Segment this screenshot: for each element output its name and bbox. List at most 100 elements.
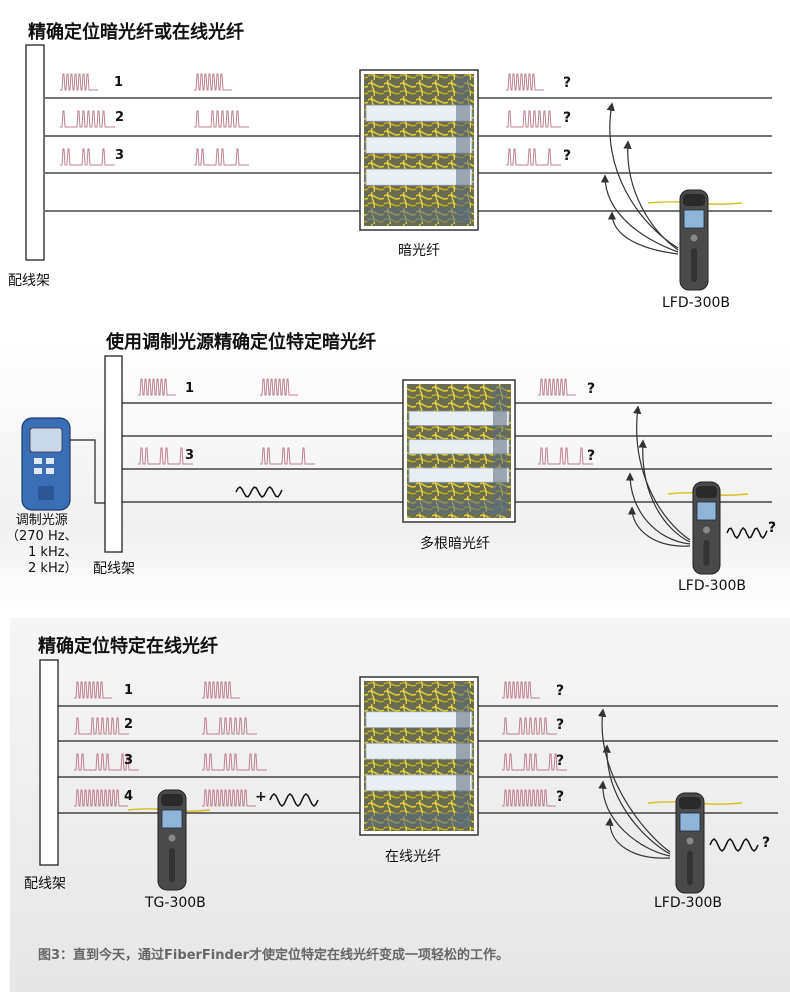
unknown-mark: ?	[556, 717, 565, 733]
patch-module	[365, 168, 473, 186]
cabinet-rail	[493, 386, 507, 516]
fiber-number-1: 1	[114, 75, 124, 90]
unknown-mark: ?	[556, 753, 565, 769]
lfd-meter-label: LFD-300B	[678, 578, 747, 594]
source-connection-line	[70, 439, 106, 504]
pulse-train-icon	[138, 378, 176, 396]
plus-mark: +	[255, 789, 267, 805]
pulse-train-icon	[202, 681, 240, 699]
pulse-train-icon	[194, 73, 232, 91]
fiber-number-4: 4	[124, 789, 134, 804]
tg-generator-label: TG-300B	[145, 895, 206, 911]
pulse-train-icon	[502, 681, 540, 699]
pulse-train-icon	[60, 73, 98, 91]
detection-arrow-icon	[632, 405, 691, 541]
section2-title: 使用调制光源精确定位特定暗光纤	[106, 332, 376, 353]
device-grip	[691, 248, 697, 282]
detection-arrows-group	[597, 102, 691, 859]
pulse-train-icon	[538, 447, 593, 465]
source-port	[38, 486, 54, 500]
fiber-number-3: 3	[115, 148, 125, 163]
pulse-train-icon	[538, 378, 576, 396]
pulse-train-icon	[74, 681, 112, 699]
detection-arrow-icon	[606, 102, 679, 249]
modulation-wave-icon	[726, 526, 768, 540]
section3-title: 精确定位特定在线光纤	[38, 636, 218, 657]
lfd-meter-label: LFD-300B	[654, 895, 723, 911]
device-head	[679, 797, 701, 809]
patch-panel-label: 配线架	[24, 876, 66, 892]
pulse-train-icon	[506, 73, 544, 91]
modulation-wave-icon	[235, 486, 283, 498]
patch-module	[365, 742, 473, 760]
patch-module	[408, 439, 510, 455]
patch-panel-label: 配线架	[93, 561, 135, 577]
patch-module	[365, 711, 473, 728]
cabinet-base	[409, 500, 509, 514]
modulation-wave-icon	[709, 837, 759, 853]
detection-arrow-icon	[598, 780, 671, 857]
pulse-train-icon	[202, 717, 257, 735]
modulated-light-source-icon	[21, 417, 71, 511]
cabinet-rail	[456, 76, 470, 224]
patch-module	[408, 410, 510, 426]
source-key	[34, 468, 42, 474]
source-key	[46, 468, 54, 474]
pulse-train-icon	[74, 789, 128, 807]
patch-panel	[25, 44, 45, 261]
pulse-train-icon	[194, 110, 249, 128]
unknown-mark: ?	[563, 148, 572, 164]
pulse-train-icon	[60, 110, 115, 128]
tone-generator-device-icon	[157, 789, 187, 891]
detection-arrow-icon	[623, 140, 679, 251]
device-head	[696, 486, 717, 498]
detection-arrow-icon	[605, 817, 671, 859]
cabinet-photos-group	[359, 69, 516, 836]
cabinet-label: 多根暗光纤	[420, 536, 490, 552]
detection-arrow-icon	[638, 439, 691, 543]
pulse-train-icon	[502, 753, 567, 771]
pulse-trains-group	[60, 73, 593, 807]
source-key	[46, 458, 54, 464]
detection-arrow-icon	[625, 472, 691, 545]
unknown-mark: ?	[563, 75, 572, 91]
detection-arrow-icon	[627, 506, 691, 547]
detection-arrow-icon	[607, 211, 679, 255]
detection-arrow-icon	[602, 744, 671, 855]
cabinet-label: 在线光纤	[385, 849, 441, 865]
pulse-train-icon	[260, 447, 315, 465]
device-head	[683, 194, 705, 206]
patch-panels-group	[25, 44, 123, 866]
fiber-number-2: 2	[124, 717, 134, 732]
device-button	[690, 234, 698, 242]
section1-title: 精确定位暗光纤或在线光纤	[28, 22, 244, 43]
patch-module	[365, 774, 473, 792]
patch-module	[365, 136, 473, 154]
detection-arrow-icon	[597, 708, 671, 853]
device-screen	[696, 501, 717, 521]
unknown-mark: ?	[768, 520, 777, 536]
pulse-train-icon	[138, 447, 193, 465]
fiber-cabinet-photo-icon	[359, 676, 479, 836]
unknown-mark: ?	[556, 789, 565, 805]
unknown-mark: ?	[587, 448, 596, 464]
cabinet-label: 暗光纤	[398, 243, 440, 259]
device-grip	[703, 540, 710, 566]
unknown-mark: ?	[587, 381, 596, 397]
source-key	[34, 458, 42, 464]
modulation-wave-icon	[269, 792, 319, 808]
pulse-train-icon	[506, 110, 561, 128]
pulse-train-icon	[502, 789, 556, 807]
pulse-train-icon	[506, 148, 561, 166]
pulse-train-icon	[260, 378, 298, 396]
detection-arrow-icon	[600, 174, 679, 253]
pulse-train-icon	[60, 148, 115, 166]
device-grip	[169, 848, 175, 882]
fiber-cabinet-photo-icon	[359, 69, 479, 231]
patch-panel	[104, 355, 123, 553]
devices-group	[21, 189, 749, 894]
pulse-train-icon	[194, 148, 249, 166]
patch-module	[365, 104, 473, 122]
